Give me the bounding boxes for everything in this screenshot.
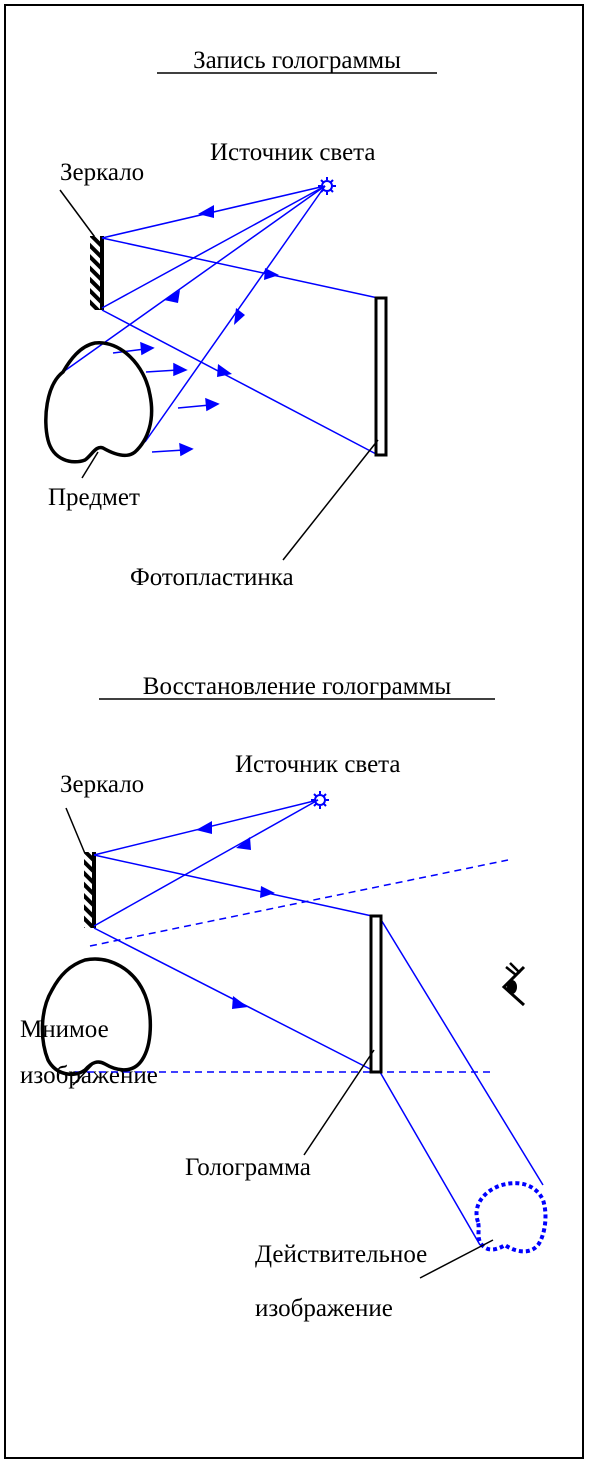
object-label: Предмет [48, 484, 140, 511]
hologram-plate [369, 914, 383, 1074]
virtual-image-shape [40, 957, 153, 1077]
object-leader [81, 451, 99, 479]
plate-label: Фотопластинка [130, 564, 294, 591]
virtual-image-label-1: Мнимое [20, 1016, 109, 1043]
photo-plate [374, 296, 388, 457]
light-source-label-2: Источник света [235, 751, 401, 778]
light-source-icon-2 [311, 791, 329, 809]
object-shape [44, 341, 154, 464]
virtual-rays [75, 859, 509, 1073]
virtual-image-leader [72, 1061, 96, 1086]
light-rays-2 [93, 799, 544, 1246]
light-rays [62, 185, 379, 456]
title-recording: Запись голограммы [193, 47, 401, 74]
ray-arrowheads [164, 205, 279, 377]
mirror-leader [59, 189, 98, 241]
ray-arrowheads-2 [196, 821, 275, 1009]
mirror-leader-2 [65, 807, 87, 857]
hologram-label: Голограмма [185, 1154, 311, 1181]
diagram-frame [4, 4, 584, 1459]
mirror-icon-2 [84, 852, 94, 928]
light-source-label: Источник света [210, 139, 376, 166]
title-reconstruction: Восстановление голограммы [143, 673, 452, 700]
real-image-label-2: изображение [255, 1295, 393, 1322]
hologram-leader [303, 1049, 375, 1156]
plate-leader [282, 439, 379, 561]
object-wave-arrows [112, 341, 220, 457]
mirror-label-2: Зеркало [60, 771, 144, 798]
mirror-label: Зеркало [60, 159, 144, 186]
eye-icon [501, 962, 526, 1007]
light-source-icon [318, 177, 336, 195]
real-image-label-1: Действительное [255, 1241, 427, 1268]
real-image-leader [419, 1239, 494, 1279]
section-reconstruction: Восстановление голограммы Зеркало Источн… [20, 673, 548, 1322]
section-recording: Запись голограммы Зеркало Источник света… [44, 47, 437, 591]
real-image-shape [474, 1181, 548, 1254]
mirror-icon [90, 236, 102, 310]
